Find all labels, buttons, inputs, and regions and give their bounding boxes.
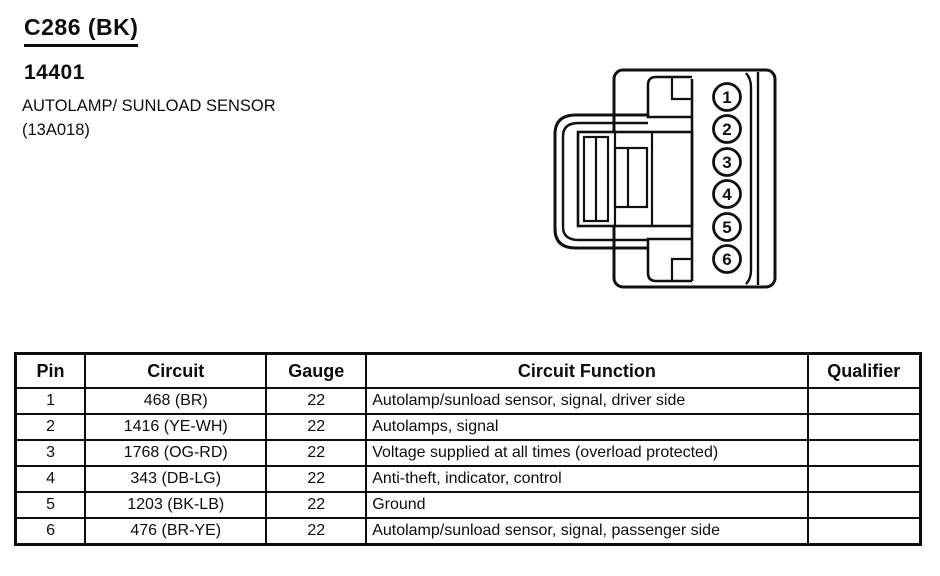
header-circuit-function: Circuit Function <box>365 352 809 389</box>
pin-5-circle <box>712 212 742 242</box>
component-code: (13A018) <box>22 121 90 139</box>
connector-bottom-step <box>646 237 692 283</box>
connector-diagram: 1 2 3 4 5 6 <box>530 55 810 305</box>
circuit-cell: 1768 (OG-RD) <box>84 439 268 467</box>
function-cell: Voltage supplied at all times (overload … <box>365 439 809 467</box>
pin-cell: 3 <box>14 439 87 467</box>
qualifier-cell <box>806 517 922 546</box>
connector-top-step <box>646 75 692 119</box>
gauge-cell: 22 <box>265 413 368 441</box>
header-gauge: Gauge <box>265 352 368 389</box>
pin-1: 1 <box>712 82 742 112</box>
circuit-cell: 1203 (BK-LB) <box>84 491 268 519</box>
pin-cell: 5 <box>14 491 87 519</box>
connector-latch-inner <box>561 121 648 242</box>
pin-4: 4 <box>712 179 742 209</box>
function-cell: Autolamps, signal <box>365 413 809 441</box>
qualifier-cell <box>806 465 922 493</box>
pin-6-label: 6 <box>722 250 731 269</box>
pin-1-circle <box>712 82 742 112</box>
connector-terminal-box <box>613 146 649 209</box>
pin-3-label: 3 <box>722 153 731 172</box>
circuit-cell: 1416 (YE-WH) <box>84 413 268 441</box>
function-cell: Autolamp/sunload sensor, signal, passeng… <box>365 517 809 546</box>
component-name: AUTOLAMP/ SUNLOAD SENSOR <box>22 97 276 115</box>
header-qualifier: Qualifier <box>806 352 922 389</box>
function-cell: Autolamp/sunload sensor, signal, driver … <box>365 387 809 415</box>
connector-id-title: C286 (BK) <box>24 14 139 47</box>
pin-6: 6 <box>712 244 742 274</box>
function-cell: Anti-theft, indicator, control <box>365 465 809 493</box>
connector-drawing: 1 2 3 4 5 6 <box>553 68 777 289</box>
header-pin: Pin <box>14 352 87 389</box>
circuit-cell: 476 (BR-YE) <box>84 517 268 546</box>
pin-cell: 1 <box>14 387 87 415</box>
qualifier-cell <box>806 413 922 441</box>
gauge-cell: 22 <box>265 439 368 467</box>
pin-cell: 2 <box>14 413 87 441</box>
connector-top-step-notch <box>670 77 692 101</box>
pin-cell: 6 <box>14 517 87 546</box>
gauge-cell: 22 <box>265 465 368 493</box>
connector-bottom-step-notch <box>670 257 692 281</box>
gauge-cell: 22 <box>265 517 368 546</box>
pin-4-circle <box>712 179 742 209</box>
pin-5-label: 5 <box>722 218 731 237</box>
circuit-cell: 468 (BR) <box>84 387 268 415</box>
part-number: 14401 <box>24 61 85 84</box>
circuit-cell: 343 (DB-LG) <box>84 465 268 493</box>
table-header-row: Pin Circuit Gauge Circuit Function Quali… <box>14 352 922 389</box>
connector-latch-outer <box>553 113 648 250</box>
qualifier-cell <box>806 387 922 415</box>
pin-6-circle <box>712 244 742 274</box>
pin-1-label: 1 <box>722 88 731 107</box>
pinout-table: Pin Circuit Gauge Circuit Function Quali… <box>14 352 922 546</box>
gauge-cell: 22 <box>265 387 368 415</box>
qualifier-cell <box>806 491 922 519</box>
pinout-table-container: Pin Circuit Gauge Circuit Function Quali… <box>14 352 922 546</box>
pin-4-label: 4 <box>722 185 732 204</box>
header-circuit: Circuit <box>84 352 268 389</box>
pin-cell: 4 <box>14 465 87 493</box>
pin-3: 3 <box>712 147 742 177</box>
pin-2: 2 <box>712 114 742 144</box>
qualifier-cell <box>806 439 922 467</box>
pin-5: 5 <box>712 212 742 242</box>
pin-2-circle <box>712 114 742 144</box>
gauge-cell: 22 <box>265 491 368 519</box>
pin-3-circle <box>712 147 742 177</box>
connector-channel-inner-line <box>745 72 753 285</box>
pin-2-label: 2 <box>722 120 731 139</box>
function-cell: Ground <box>365 491 809 519</box>
